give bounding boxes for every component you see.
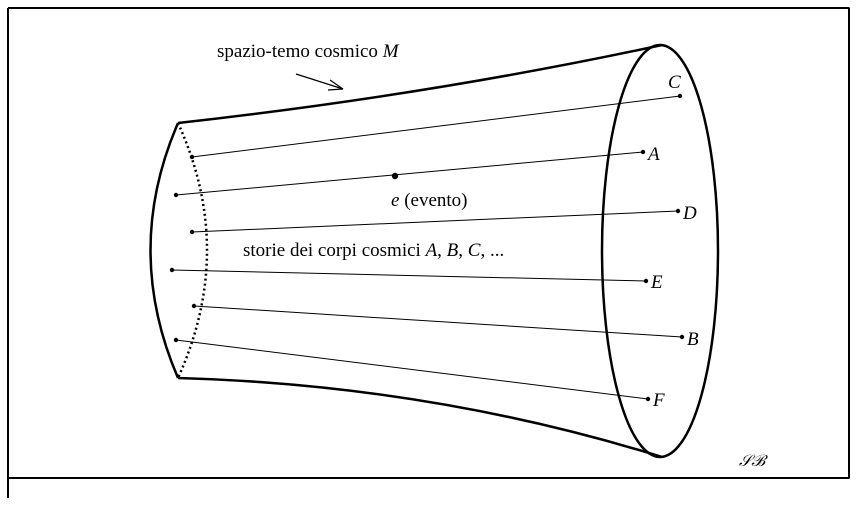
spacetime-label-text: spazio-temo cosmico <box>217 41 383 62</box>
histories-suffix: , ... <box>480 240 504 261</box>
world-line-a <box>175 151 644 196</box>
spacetime-label: spazio-temo cosmico M <box>217 41 400 62</box>
event-symbol: e <box>391 190 399 211</box>
endpoint <box>173 337 179 343</box>
left-end-back-dotted <box>176 122 209 379</box>
histories-label: storie dei corpi cosmici A, B, C, ... <box>243 240 504 261</box>
cone-bottom-edge <box>177 376 663 459</box>
event-label: e (evento) <box>391 190 468 211</box>
body-label-c: C <box>668 72 681 93</box>
endpoint <box>191 303 197 309</box>
histories-c: C <box>468 240 481 261</box>
world-line-c <box>191 95 681 158</box>
endpoint <box>677 93 683 99</box>
arrow-head <box>327 79 344 91</box>
spacetime-symbol: M <box>382 41 400 62</box>
world-line-e <box>171 269 647 282</box>
histories-sep1: , <box>437 240 447 261</box>
world-line-b <box>193 305 683 338</box>
endpoint <box>173 192 179 198</box>
body-label-f: F <box>652 390 665 411</box>
histories-a: A <box>424 240 438 261</box>
world-line-d <box>191 210 679 233</box>
right-end-ellipse <box>600 43 720 459</box>
signature: 𝒮ℬ <box>739 453 768 470</box>
event-text: (evento) <box>399 190 467 211</box>
endpoint <box>643 278 649 284</box>
endpoint <box>675 208 681 214</box>
histories-b: B <box>447 240 459 261</box>
cone-top-edge <box>177 43 663 125</box>
histories-sep2: , <box>458 240 468 261</box>
body-label-d: D <box>682 203 697 224</box>
endpoint <box>679 334 685 340</box>
endpoint <box>640 149 646 155</box>
endpoint <box>189 229 195 235</box>
world-line-endpoints <box>169 93 685 402</box>
left-end-front <box>149 122 180 379</box>
endpoint <box>645 396 651 402</box>
arrow-line <box>295 73 344 90</box>
world-line-f <box>175 339 649 400</box>
histories-prefix: storie dei corpi cosmici <box>243 240 426 261</box>
body-label-a: A <box>646 144 660 165</box>
endpoint <box>169 267 175 273</box>
event-point <box>391 172 399 180</box>
body-label-b: B <box>687 329 699 350</box>
endpoint <box>189 154 195 160</box>
body-label-e: E <box>650 272 663 293</box>
